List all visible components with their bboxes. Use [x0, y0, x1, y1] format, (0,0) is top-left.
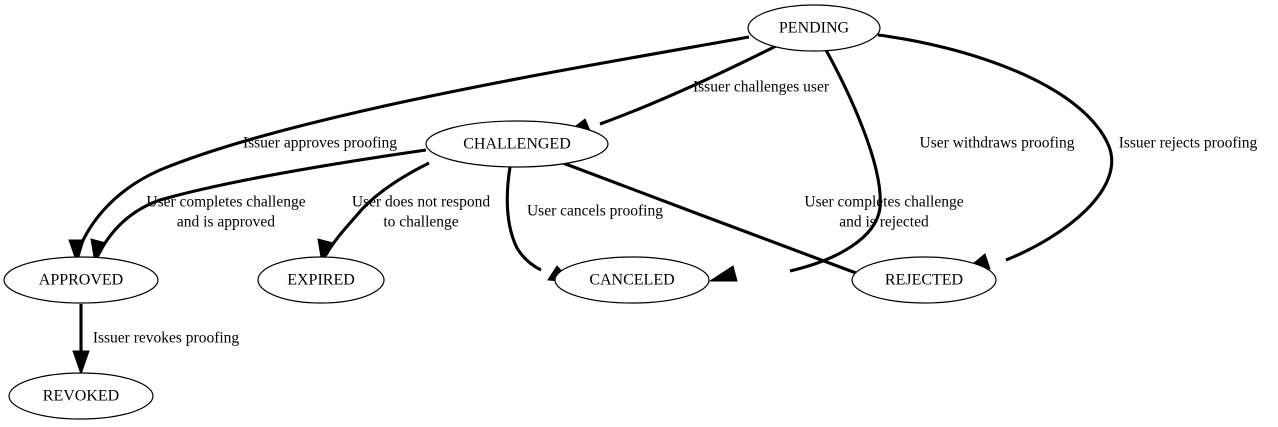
edge-challenged-canceled-path	[505, 166, 542, 272]
edge-challenged-rejected-path	[562, 161, 865, 278]
edge-challenged-expired-label-line1: User does not respond	[352, 194, 490, 211]
edge-pending-challenged: Issuer challenges user	[561, 44, 830, 137]
edge-approved-revoked-label: Issuer revokes proofing	[93, 330, 240, 347]
edge-challenged-rejected: User completes challenge and is rejected	[562, 161, 964, 288]
node-expired[interactable]: EXPIRED	[257, 256, 385, 304]
edge-challenged-canceled-label: User cancels proofing	[527, 203, 663, 220]
node-rejected-shape[interactable]	[851, 256, 997, 304]
edge-challenged-expired-path	[324, 161, 430, 256]
edge-pending-rejected: Issuer rejects proofing	[877, 33, 1258, 273]
edge-pending-approved-label: Issuer approves proofing	[243, 135, 397, 152]
edge-challenged-expired: User does not respond to challenge	[317, 161, 490, 265]
edge-pending-approved-arrowhead	[68, 239, 85, 265]
edge-pending-approved-path	[75, 35, 750, 256]
node-pending-shape[interactable]	[747, 4, 881, 52]
edge-pending-canceled-arrowhead	[708, 265, 738, 282]
node-revoked-label: REVOKED	[43, 388, 119, 405]
node-canceled[interactable]: CANCELED	[554, 256, 710, 304]
node-expired-shape[interactable]	[257, 256, 385, 304]
edge-challenged-canceled: User cancels proofing	[505, 166, 663, 283]
node-challenged[interactable]: CHALLENGED	[425, 120, 609, 168]
node-expired-label: EXPIRED	[287, 272, 355, 289]
node-rejected[interactable]: REJECTED	[851, 256, 997, 304]
edge-pending-canceled-label: User withdraws proofing	[920, 135, 1075, 152]
edge-pending-rejected-path	[877, 33, 1114, 262]
node-approved-label: APPROVED	[39, 272, 123, 289]
edge-pending-challenged-label: Issuer challenges user	[693, 79, 830, 96]
edge-pending-challenged-path	[599, 44, 777, 126]
node-approved-shape[interactable]	[3, 256, 159, 304]
edge-pending-approved: Issuer approves proofing	[68, 35, 750, 265]
edge-challenged-approved-label-line2: and is approved	[177, 214, 275, 231]
edge-challenged-approved-path	[96, 148, 427, 256]
node-challenged-label: CHALLENGED	[463, 136, 571, 153]
node-revoked[interactable]: REVOKED	[8, 372, 154, 420]
node-approved[interactable]: APPROVED	[3, 256, 159, 304]
node-rejected-label: REJECTED	[885, 272, 963, 289]
node-canceled-shape[interactable]	[554, 256, 710, 304]
edge-challenged-rejected-label-line2: and is rejected	[839, 214, 929, 231]
edge-challenged-approved: User completes challenge and is approved	[90, 148, 427, 265]
edge-approved-revoked: Issuer revokes proofing	[72, 304, 240, 376]
node-pending-label: PENDING	[779, 20, 850, 37]
edge-challenged-rejected-label-line1: User completes challenge	[804, 194, 963, 211]
node-revoked-shape[interactable]	[8, 372, 154, 420]
edge-challenged-expired-label-line2: to challenge	[383, 214, 458, 231]
edge-challenged-approved-label-line1: User completes challenge	[146, 194, 305, 211]
node-challenged-shape[interactable]	[425, 120, 609, 168]
node-pending[interactable]: PENDING	[747, 4, 881, 52]
edge-approved-revoked-arrowhead	[72, 350, 90, 376]
edge-pending-canceled-path	[789, 49, 882, 273]
node-canceled-label: CANCELED	[589, 272, 674, 289]
edge-pending-rejected-label: Issuer rejects proofing	[1119, 135, 1258, 152]
edge-pending-canceled: User withdraws proofing	[708, 49, 1075, 282]
